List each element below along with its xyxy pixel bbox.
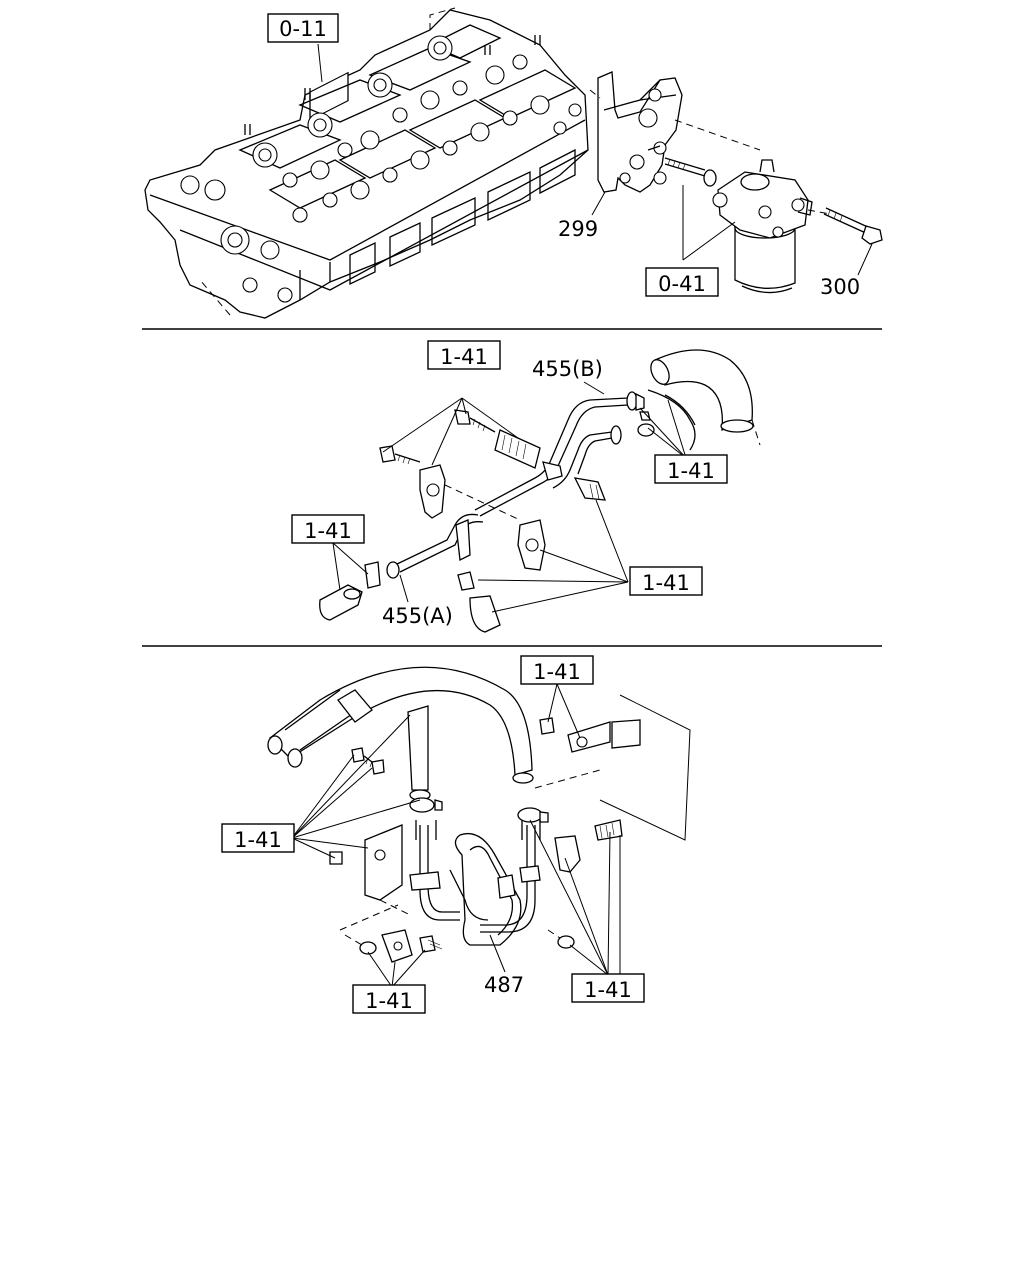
hose-icon xyxy=(267,666,534,801)
ref-label-0-11: 0-11 xyxy=(279,17,327,41)
ref-box-1-41 xyxy=(291,514,365,544)
ref-box-1-41 xyxy=(654,454,728,484)
pipe-bracket-icon xyxy=(517,519,546,571)
clip-icon xyxy=(542,411,655,501)
ref-label-1-41: 1-41 xyxy=(365,989,413,1013)
fuel-filter-icon xyxy=(712,159,813,294)
ref-box-1-41 xyxy=(629,566,703,596)
part-number-300: 300 xyxy=(820,275,860,299)
hose-icon xyxy=(647,349,761,451)
pipe-bracket-icon xyxy=(419,464,521,521)
clamp-icon xyxy=(409,797,549,823)
bolt-icon xyxy=(344,929,443,963)
part-number-455-a: 455(A) xyxy=(382,604,453,628)
ref-box-1-41 xyxy=(520,655,594,685)
fuel-pipe-a-icon xyxy=(319,513,501,633)
part-number-455-b: 455(B) xyxy=(532,357,603,381)
ref-box-1-41 xyxy=(221,823,295,853)
bolt-icon xyxy=(351,747,385,775)
ref-box-0-11 xyxy=(267,13,339,43)
ref-box-1-41 xyxy=(352,984,426,1014)
ref-box-1-41 xyxy=(427,340,501,370)
cylinder-head-icon xyxy=(144,7,589,319)
mounting-plate-icon xyxy=(534,694,691,841)
ref-label-1-41: 1-41 xyxy=(584,978,632,1002)
panel-2: 1-41 455(B) 1-41 1-41 1-41 455(A) xyxy=(291,340,761,633)
part-number-487: 487 xyxy=(484,973,524,997)
ref-label-1-41: 1-41 xyxy=(304,519,352,543)
ref-box-0-41 xyxy=(645,267,719,297)
filter-bracket-icon xyxy=(597,71,683,193)
bolt-icon xyxy=(664,157,717,187)
clip-icon xyxy=(547,819,623,949)
fuel-pipe-b-icon xyxy=(474,391,645,517)
bracket-plate-icon xyxy=(329,824,411,931)
ref-label-1-41: 1-41 xyxy=(440,345,488,369)
panel-3: 1-41 1-41 1-41 487 1-41 xyxy=(221,655,691,1014)
ref-box-1-41 xyxy=(571,973,645,1003)
ref-label-1-41: 1-41 xyxy=(642,571,690,595)
ref-label-0-41: 0-41 xyxy=(658,272,706,296)
fuel-cooler-pipe-icon xyxy=(409,820,541,946)
ref-label-1-41: 1-41 xyxy=(667,459,715,483)
bolt-icon xyxy=(379,409,541,469)
ref-label-1-41: 1-41 xyxy=(234,828,282,852)
panel-1: 0-11 299 0-41 300 xyxy=(144,7,883,319)
part-number-299: 299 xyxy=(558,217,598,241)
long-bolt-icon xyxy=(823,207,883,245)
ref-label-1-41: 1-41 xyxy=(533,660,581,684)
